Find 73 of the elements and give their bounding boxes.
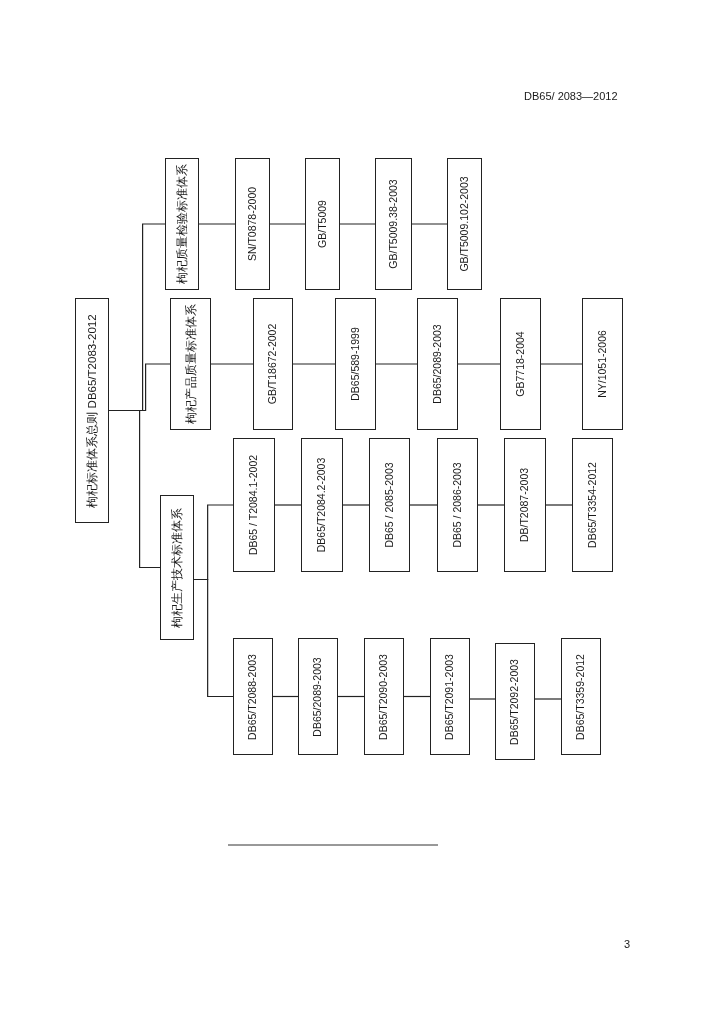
rotated-label: DB65/T2088-2003: [247, 653, 259, 740]
rotated-label: DB65/589-1999: [349, 327, 362, 401]
connector-line: [540, 363, 583, 365]
rotated-label: 枸杞产品质量标准体系: [184, 304, 197, 424]
rotated-label: DB65/T2090-2003: [378, 653, 390, 740]
standard-box: [170, 298, 211, 430]
connector-line: [409, 504, 438, 506]
rotated-label: DB65/T3354-2012: [586, 462, 599, 548]
standard-box: [335, 298, 376, 430]
standard-box: [500, 298, 541, 430]
rotated-label: GB/T5009.102-2003: [458, 176, 471, 272]
connector-line: [337, 695, 365, 698]
standard-number-header: DB65/ 2083—2012: [524, 90, 618, 102]
standard-box: [504, 438, 546, 572]
connector-line: [534, 698, 562, 700]
rotated-label: DB65 / 2086-2003: [451, 462, 464, 548]
standard-box: [447, 158, 482, 290]
rotated-label: GB/T5009.38-2003: [387, 179, 400, 269]
standard-box: [375, 158, 412, 290]
standard-box: [75, 298, 109, 523]
standard-box: [301, 438, 343, 572]
connector-line: [403, 695, 431, 698]
standard-box: [253, 298, 293, 430]
connector-line: [193, 578, 234, 698]
connector-line: [269, 223, 306, 225]
standard-box: [582, 298, 623, 430]
rotated-label: GB/T5009: [316, 200, 329, 248]
page-number: 3: [624, 938, 631, 950]
standard-box: [298, 638, 338, 755]
standard-box: [160, 495, 194, 640]
rotated-label: GB7718-2004: [514, 331, 527, 397]
connector-line: [545, 504, 573, 506]
connector-line: [210, 363, 254, 365]
standard-box: [305, 158, 340, 290]
connector-line: [272, 695, 299, 698]
connector-line: [477, 504, 505, 506]
standard-box: [364, 638, 404, 755]
standard-box: [235, 158, 270, 290]
rotated-label: DB/T2087-2003: [519, 467, 531, 543]
connector-line: [342, 504, 370, 506]
standard-box: [369, 438, 410, 572]
rotated-label: DB65/T2084.2-2003: [316, 457, 328, 553]
rotated-label: 枸杞标准体系总则 DB65/T2083-2012: [85, 313, 99, 508]
rotated-label: DB65 / T2084.1-2002: [248, 454, 260, 556]
rotated-label: DB65/T2091-2003: [444, 653, 456, 740]
connector-line: [274, 504, 302, 506]
connector-line: [198, 223, 236, 225]
rotated-label: DB65 / 2085-2003: [383, 462, 396, 548]
standard-box: [561, 638, 601, 755]
rotated-label: DB65/T3359-2012: [575, 653, 587, 740]
standard-box: [165, 158, 199, 290]
connector-line: [108, 409, 161, 569]
standard-box: [572, 438, 613, 572]
connector-line: [292, 363, 336, 365]
rotated-label: DB65/T2092-2003: [509, 658, 521, 745]
rotated-label: GB/T18672-2002: [267, 323, 279, 405]
rotated-label: DB65/2089-2003: [312, 656, 324, 737]
rotated-label: DB65/2089-2003: [431, 324, 444, 404]
connector-line: [457, 363, 501, 365]
connector-line: [339, 223, 376, 225]
standard-box: [437, 438, 478, 572]
connector-line: [411, 223, 448, 225]
standard-box: [233, 438, 275, 572]
rotated-label: SN/T0878-2000: [246, 186, 259, 262]
rotated-label: 枸杞生产技术标准体系: [170, 507, 184, 628]
standard-box: [495, 643, 535, 760]
connector-line: [375, 363, 418, 365]
connector-line: [469, 698, 496, 700]
standard-box: [430, 638, 470, 755]
standard-box: [417, 298, 458, 430]
rotated-label: 枸杞质量检验标准体系: [175, 164, 189, 284]
rotated-label: NY/1051-2006: [596, 330, 609, 398]
standard-box: [233, 638, 273, 755]
